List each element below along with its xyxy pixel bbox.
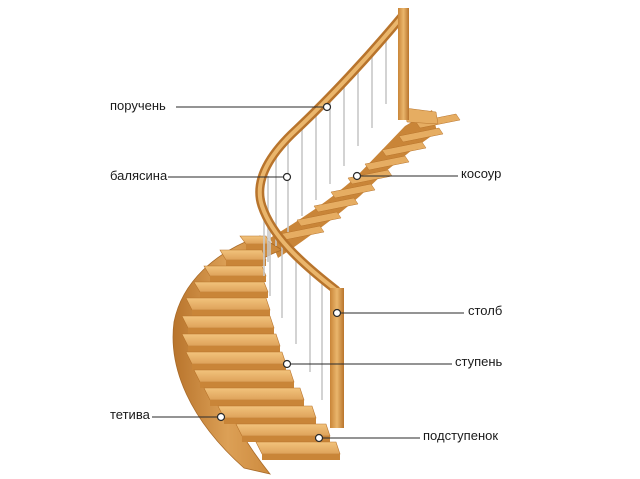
- riser-face: [188, 346, 280, 352]
- riser-face: [200, 382, 294, 388]
- upper-tread: [415, 113, 461, 129]
- riser-face: [262, 454, 340, 460]
- leader-markers: [216, 102, 362, 443]
- marker-stringer-side: [216, 412, 226, 422]
- tread: [181, 333, 281, 347]
- upper-tread: [398, 127, 444, 143]
- upper-tread: [381, 141, 427, 157]
- tread: [193, 369, 295, 383]
- upper-tread: [364, 155, 410, 171]
- upper-tread: [313, 197, 359, 213]
- riser-face: [210, 276, 266, 282]
- tread: [185, 351, 287, 365]
- riser-face: [246, 244, 270, 250]
- marker-baluster: [282, 172, 292, 182]
- tread: [203, 265, 267, 277]
- upper-treads: [279, 107, 461, 241]
- tread: [193, 281, 269, 293]
- tread: [217, 405, 317, 419]
- marker-handrail: [322, 102, 332, 112]
- marker-riser: [314, 433, 324, 443]
- tread: [181, 315, 275, 329]
- leader-lines: [152, 106, 464, 439]
- label-post: столб: [468, 303, 503, 318]
- label-stringer-top: косоур: [461, 166, 502, 181]
- top-newel: [398, 8, 409, 120]
- riser-face: [226, 260, 266, 266]
- top-landing: [404, 107, 439, 125]
- riser-face: [192, 364, 286, 370]
- tread: [219, 249, 267, 261]
- label-baluster: балясина: [110, 168, 168, 183]
- tread: [185, 297, 271, 311]
- riser-face: [192, 310, 270, 316]
- upper-flight: [270, 107, 461, 258]
- label-riser: подступенок: [423, 428, 499, 443]
- upper-tread: [330, 183, 376, 199]
- riser-face: [200, 292, 268, 298]
- riser-face: [224, 418, 316, 424]
- marker-post: [332, 308, 342, 318]
- riser-face: [210, 400, 304, 406]
- upper-tread: [296, 211, 342, 227]
- marker-stringer-top: [352, 171, 362, 181]
- riser-face: [188, 328, 274, 334]
- label-handrail: поручень: [110, 98, 166, 113]
- handrail-highlight: [257, 12, 406, 292]
- lower-treads: [181, 235, 341, 460]
- riser-face: [242, 436, 330, 442]
- label-stringer-side: тетива: [110, 407, 150, 422]
- tread: [255, 441, 341, 455]
- marker-step: [282, 359, 292, 369]
- tread: [203, 387, 305, 401]
- tread: [235, 423, 331, 437]
- bottom-post: [330, 288, 344, 428]
- label-step: ступень: [455, 354, 503, 369]
